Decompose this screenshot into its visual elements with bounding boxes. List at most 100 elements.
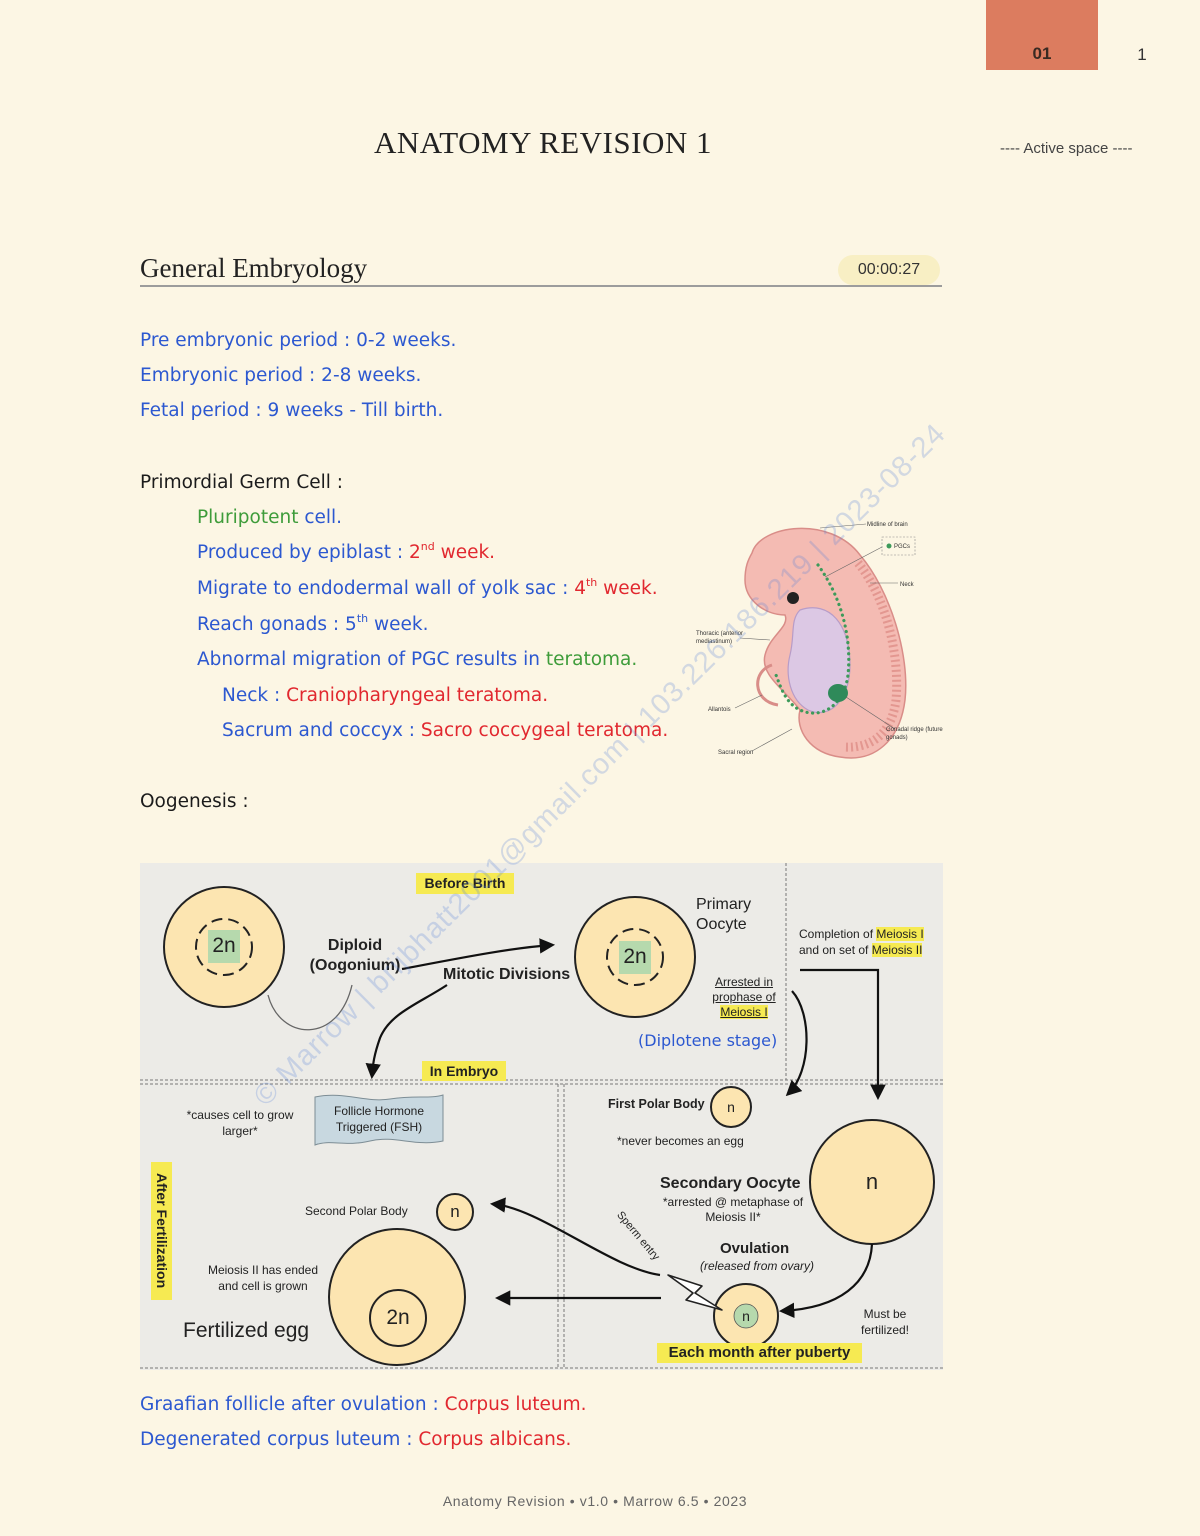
embryo-allantois: [756, 663, 779, 707]
note-line-produced: Produced by epiblast : 2nd week.: [197, 540, 495, 566]
oogenesis-diagram-shapes: [140, 863, 943, 1370]
embryo-pgc-figure: Midline of brain PGCs Neck Thoracic (ant…: [696, 522, 944, 759]
note-line-embryonic: Embryonic period : 2-8 weeks.: [140, 365, 422, 386]
note-line-pre-embryonic: Pre embryonic period : 0-2 weeks.: [140, 330, 457, 351]
completion-text: and on set of: [799, 943, 872, 957]
arrow-ovulation: [778, 1243, 874, 1319]
ovum-nucleus: [733, 1303, 759, 1329]
label-gonadal-line: gonads): [886, 735, 908, 741]
leader-line: [824, 546, 883, 578]
active-space-label: ---- Active space ----: [1000, 140, 1133, 157]
meiosis-ii-highlight: Meiosis II: [871, 943, 923, 957]
note-text: Reach gonads :: [197, 614, 346, 635]
ovulation-label: Ovulation: [720, 1240, 790, 1257]
arrested-line: Meiosis I: [700, 1005, 788, 1020]
label-thoracic-line: mediastinum): [696, 639, 732, 645]
mitotic-divisions-label: Mitotic Divisions: [443, 966, 571, 983]
causes-line: *causes cell to grow: [186, 1108, 294, 1122]
sperm-lightning-icon: [667, 1274, 723, 1311]
arrested-line: Arrested in: [714, 975, 774, 989]
leader-line: [739, 637, 771, 641]
label-pgcs: PGCs: [894, 544, 910, 550]
arrow-mitotic-divisions: [401, 938, 556, 971]
primary-text: Primary: [696, 896, 752, 913]
note-line-pluripotent: Pluripotent cell.: [197, 505, 342, 531]
note-line-neck: Neck : Craniopharyngeal teratoma.: [222, 683, 548, 709]
week-value: 2nd week.: [408, 541, 495, 563]
fertilized-egg-nucleus: [369, 1289, 427, 1347]
meiosis-i-highlight: Meiosis I: [876, 927, 924, 941]
section-rule: [140, 285, 942, 287]
note-text: Produced by epiblast :: [197, 542, 409, 563]
oogonium-ploidy: 2n: [212, 934, 236, 957]
ordinal-suffix: th: [356, 612, 369, 625]
term-teratoma: teratoma.: [545, 649, 638, 670]
pgc-heading: Primordial Germ Cell :: [140, 472, 344, 493]
label-neck: Neck: [900, 582, 915, 588]
diploid-text: Diploid: [327, 937, 383, 954]
week-number: 4: [574, 578, 586, 599]
first-polar-body-label: First Polar Body: [608, 1097, 705, 1111]
meiosis-ended-line: Meiosis II has ended: [207, 1263, 319, 1277]
week-number: 2: [408, 542, 421, 563]
oogenesis-diagram: Before Birth 2n Diploid(Oogonium) Mitoti…: [140, 863, 943, 1370]
oocyte-text: Oocyte: [696, 916, 747, 933]
label-sacral-region: Sacral region: [718, 750, 753, 756]
pgcs-legend-box: [881, 536, 916, 556]
primary-oocyte-nucleus: [619, 941, 651, 974]
leader-line: [845, 696, 896, 730]
each-month-label: Each month after puberty: [657, 1343, 862, 1363]
arrow-to-second-polar-body: [489, 1197, 661, 1277]
oogonium-nuclear-envelope: [195, 918, 253, 976]
page-number: 1: [1137, 45, 1147, 64]
before-birth-label: Before Birth: [416, 873, 514, 894]
fertilized-egg-ploidy: 2n: [386, 1306, 410, 1329]
arrested-meta-line: Meiosis II*: [705, 1210, 761, 1224]
completion-line: Completion of Meiosis I: [799, 926, 924, 942]
pgc-legend-dot: [886, 543, 892, 549]
completion-text: Completion of: [799, 927, 877, 941]
second-polar-body-ploidy: n: [450, 1202, 460, 1221]
second-polar-body-label: Second Polar Body: [305, 1204, 408, 1218]
ordinal-suffix: th: [585, 576, 598, 589]
in-embryo-label: In Embryo: [422, 1061, 506, 1081]
oogenesis-heading: Oogenesis :: [140, 791, 249, 812]
term-sacrococcygeal: Sacro coccygeal teratoma.: [420, 720, 669, 741]
oogonium-nucleus: [208, 930, 240, 963]
page-title: ANATOMY REVISION 1: [374, 125, 712, 160]
secondary-oocyte-ploidy: n: [865, 1169, 879, 1194]
week-value: 4th week.: [574, 576, 657, 599]
note-line-graafian: Graafian follicle after ovulation : Corp…: [140, 1392, 587, 1418]
note-text: cell.: [298, 507, 343, 528]
diplotene-stage-note: (Diplotene stage): [638, 1031, 778, 1050]
fsh-line: Follicle Hormone: [333, 1104, 425, 1118]
second-polar-body-cell: [436, 1193, 474, 1231]
note-text: Graafian follicle after ovulation :: [140, 1394, 445, 1415]
leader-line: [751, 728, 793, 752]
arrow-arrested-to-polar: [785, 990, 808, 1097]
label-gonadal-ridge: Gonadal ridge (future gonads): [886, 727, 944, 741]
label-midline-brain: Midline of brain: [867, 522, 908, 528]
arrested-line: prophase of: [712, 990, 776, 1004]
fsh-flag: [314, 1094, 444, 1146]
note-line-reach: Reach gonads : 5th week.: [197, 612, 428, 638]
note-line-sacrum: Sacrum and coccyx : Sacro coccygeal tera…: [222, 718, 668, 744]
label-thoracic-line: Thoracic (anterior: [696, 631, 743, 637]
leader-line: [734, 694, 763, 709]
label-gonadal-line: Gonadal ridge (future: [886, 727, 943, 733]
meiosis-i-highlight: Meiosis I: [720, 1005, 768, 1019]
oogonium-label: Diploid(Oogonium): [300, 936, 410, 976]
must-line: fertilized!: [860, 1323, 910, 1337]
first-polar-body-cell: [710, 1086, 752, 1128]
chapter-number: 01: [1032, 44, 1052, 63]
oogonium-pointer-curve: [267, 984, 353, 1031]
note-text: Degenerated corpus luteum :: [140, 1429, 419, 1450]
arrow-meiosis-completion: [800, 968, 886, 1101]
note-text: Migrate to endodermal wall of yolk sac :: [197, 578, 575, 599]
note-text: Neck :: [222, 685, 287, 706]
